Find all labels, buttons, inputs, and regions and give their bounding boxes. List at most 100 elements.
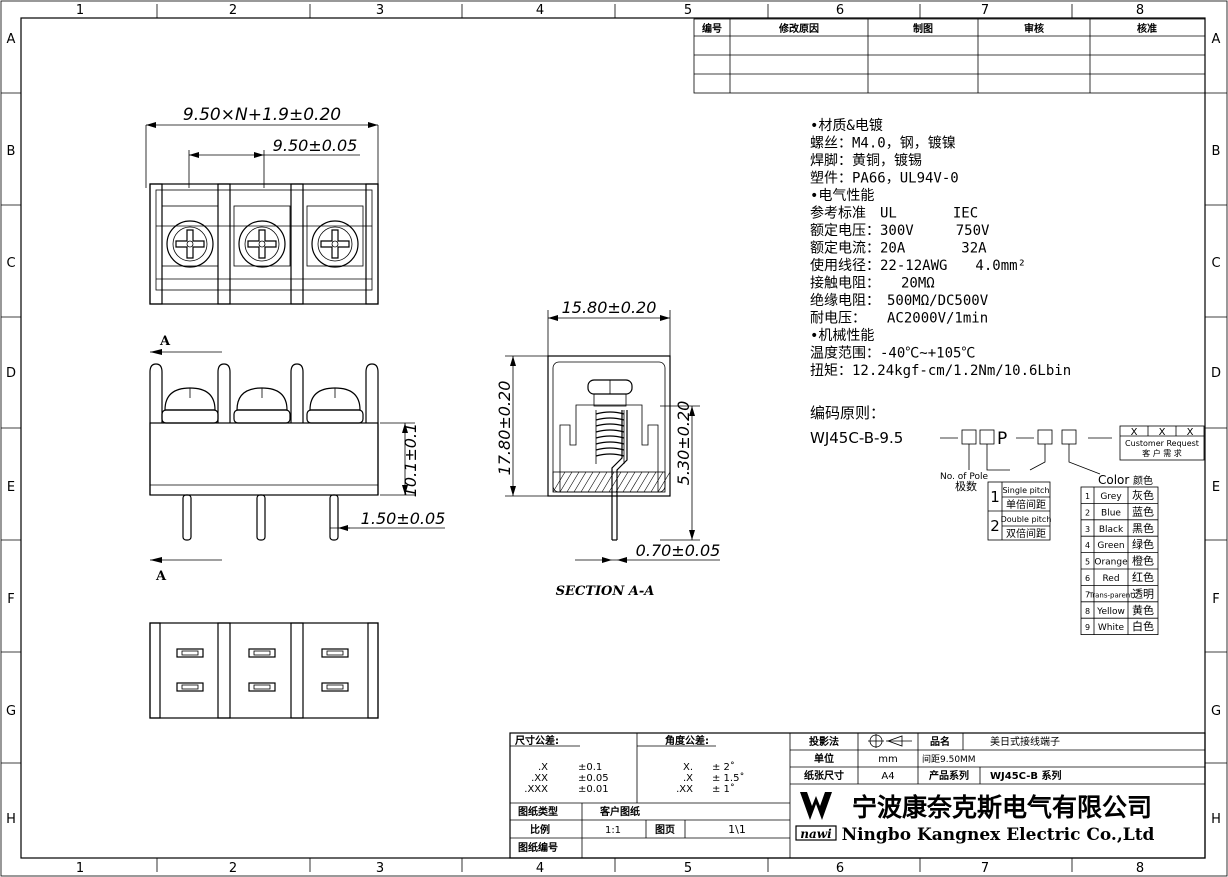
tol-key-3: .XXX bbox=[524, 784, 548, 795]
pin-slot-1-2 bbox=[176, 682, 204, 692]
color-en-9: White bbox=[1098, 623, 1125, 633]
top-view: 9.50×N+1.9±0.20 9.50±0.05 bbox=[145, 105, 379, 305]
grid-row-left-C: C bbox=[6, 256, 15, 271]
spec-line-15: 扭矩：12.24kgf-cm/1.2Nm/10.6Lbin bbox=[810, 363, 1071, 379]
code-box-pitch bbox=[979, 429, 995, 445]
screw-front-3 bbox=[306, 387, 364, 424]
code-letter-p: P bbox=[997, 429, 1007, 449]
screw-top-2 bbox=[233, 205, 291, 268]
color-en-2: Blue bbox=[1101, 508, 1121, 518]
grid-row-right-D: D bbox=[1211, 366, 1221, 381]
section-width-dim: 15.80±0.20 bbox=[562, 298, 657, 317]
section-marker-top: A bbox=[159, 334, 171, 349]
grid-col-bottom-3: 3 bbox=[376, 861, 384, 876]
grid-col-top-8: 8 bbox=[1136, 3, 1144, 18]
name-label: 品名 bbox=[930, 735, 950, 748]
color-num-2: 2 bbox=[1085, 508, 1090, 517]
spec-line-2: 螺丝：M4.0，钢，镀镍 bbox=[810, 135, 956, 152]
code-box-extra bbox=[1061, 429, 1077, 445]
color-cn-7: 透明 bbox=[1132, 587, 1154, 600]
grid-col-top-6: 6 bbox=[836, 3, 844, 18]
color-en-3: Black bbox=[1099, 525, 1124, 535]
grid-col-top-4: 4 bbox=[536, 3, 544, 18]
color-cn-2: 蓝色 bbox=[1132, 504, 1154, 518]
pin-slot-2-1 bbox=[248, 648, 276, 658]
spec-line-14: 温度范围：-40℃~+105℃ bbox=[810, 345, 975, 362]
height-side-dim: 10.1±0.1 bbox=[401, 423, 420, 497]
screw-top-3 bbox=[306, 205, 364, 268]
pitch-option-2-cn: 双倍间距 bbox=[1006, 527, 1046, 540]
color-num-4: 4 bbox=[1085, 541, 1090, 550]
grid-row-left-E: E bbox=[7, 480, 15, 495]
tol-val-1: ±0.1 bbox=[578, 762, 602, 773]
title-block: 尺寸公差: .X±0.1.XX±0.05.XXX±0.01 角度公差: X.± … bbox=[509, 732, 1206, 859]
grid-col-bottom-7: 7 bbox=[981, 861, 989, 876]
paper-label: 纸张尺寸 bbox=[804, 769, 844, 782]
customer-request-cn: 客 户 需 求 bbox=[1142, 448, 1182, 458]
projection-symbol bbox=[868, 734, 912, 748]
grid-row-right-G: G bbox=[1211, 704, 1221, 719]
grid-col-bottom-4: 4 bbox=[536, 861, 544, 876]
pitch-option-1-num: 1 bbox=[990, 488, 1000, 506]
color-cn-8: 黄色 bbox=[1132, 603, 1154, 617]
color-en-6: Red bbox=[1102, 574, 1119, 584]
grid-row-right-C: C bbox=[1211, 256, 1220, 271]
company-logo: nawi bbox=[795, 792, 837, 841]
grid-col-top-1: 1 bbox=[76, 3, 84, 18]
ang-val-2: ± 1.5˚ bbox=[712, 772, 744, 784]
grid-row-left-G: G bbox=[6, 704, 16, 719]
ang-val-3: ± 1˚ bbox=[712, 783, 735, 795]
spec-line-3: 焊脚：黄铜，镀锡 bbox=[810, 152, 922, 169]
pole-label-cn: 极数 bbox=[955, 479, 977, 493]
color-cn-4: 绿色 bbox=[1132, 537, 1154, 551]
pin-slot-3-1 bbox=[321, 648, 349, 658]
drawing-type-label: 图纸类型 bbox=[518, 805, 558, 818]
projection-label: 投影法 bbox=[809, 735, 839, 748]
color-cn-6: 红色 bbox=[1132, 570, 1154, 584]
color-cn-3: 黑色 bbox=[1132, 521, 1154, 535]
pin-thickness-dim: 0.70±0.05 bbox=[636, 541, 721, 560]
color-cn-9: 白色 bbox=[1132, 619, 1154, 633]
unit-value: mm bbox=[878, 754, 897, 765]
customer-request-en: Customer Request bbox=[1125, 439, 1199, 448]
drawing-no-label: 图纸编号 bbox=[518, 841, 558, 854]
color-num-9: 9 bbox=[1085, 623, 1090, 632]
tol-key-1: .X bbox=[538, 762, 548, 773]
code-box-pole bbox=[961, 429, 977, 445]
tol-title: 尺寸公差: bbox=[515, 734, 559, 747]
color-num-5: 5 bbox=[1085, 558, 1090, 567]
color-num-3: 3 bbox=[1085, 525, 1090, 534]
customer-x-2: X bbox=[1159, 427, 1166, 438]
series-label: 产品系列 bbox=[929, 769, 969, 782]
spec-line-5: •电气性能 bbox=[810, 188, 874, 204]
spec-list: •材质&电镀螺丝：M4.0，钢，镀镍焊脚：黄铜，镀锡塑件：PA66，UL94V-… bbox=[810, 117, 1071, 379]
grid-col-bottom-2: 2 bbox=[229, 861, 237, 876]
rev-header-no: 编号 bbox=[702, 22, 722, 35]
overall-width-dim: 9.50×N+1.9±0.20 bbox=[183, 105, 341, 125]
spec-line-13: •机械性能 bbox=[810, 328, 874, 344]
color-en-7: Trans-parent bbox=[1088, 591, 1133, 599]
grid-row-right-H: H bbox=[1211, 812, 1221, 827]
pitch-option-1-cn: 单倍间距 bbox=[1006, 498, 1046, 511]
color-en-8: Yellow bbox=[1096, 607, 1125, 617]
series-value: WJ45C-B 系列 bbox=[990, 769, 1062, 782]
customer-x-1: X bbox=[1131, 427, 1138, 438]
grid-col-bottom-1: 1 bbox=[76, 861, 84, 876]
spec-line-9: 使用线径：22-12AWG 4.0mm² bbox=[810, 257, 1026, 274]
logo-text: nawi bbox=[800, 827, 832, 841]
pin-length-dim: 1.50±0.05 bbox=[361, 509, 446, 528]
color-cn-1: 灰色 bbox=[1132, 488, 1154, 502]
screw-front-1 bbox=[161, 387, 219, 424]
spec-line-6: 参考标准 UL IEC bbox=[810, 205, 978, 222]
front-view: A A 10.1±0.1 1.50±0.05 bbox=[149, 334, 446, 584]
section-a-a-view: 15.80±0.20 17.80±0.20 5.30±0.20 0.7 bbox=[495, 298, 720, 599]
grid-row-left-A: A bbox=[7, 32, 16, 47]
color-en-1: Grey bbox=[1100, 492, 1122, 502]
pitch-option-2-en: Double pitch bbox=[1001, 515, 1052, 524]
spec-line-10: 接触电阻： 20MΩ bbox=[810, 275, 935, 292]
grid-row-left-D: D bbox=[6, 366, 16, 381]
tol-val-2: ±0.05 bbox=[578, 773, 609, 784]
